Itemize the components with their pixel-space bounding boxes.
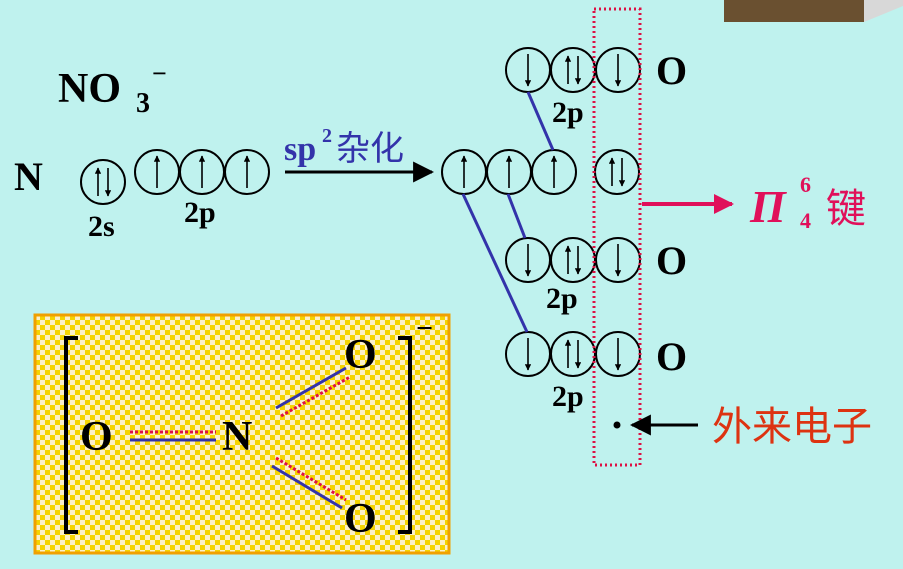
bond-top-sigma: [275, 366, 347, 410]
o-row-2-symbol: O: [656, 238, 687, 283]
pi-sup: 6: [800, 172, 811, 197]
bond-bottom-pi: [275, 456, 347, 502]
hybrid-label-sp: sp: [284, 131, 316, 168]
sigma-bond-lines: [461, 91, 555, 333]
bond-top-pi: [280, 375, 351, 418]
o-row-3: [505, 331, 641, 377]
extra-electron-dot: [613, 421, 621, 429]
hybrid-label-sup: 2: [322, 125, 332, 147]
formula-sub: 3: [136, 88, 150, 119]
formula-sup: −: [152, 59, 167, 88]
n-pz-orbital: [594, 149, 640, 195]
structure-charge: −: [416, 312, 433, 345]
label-n-2p: 2p: [184, 196, 216, 229]
hybrid-label-cn: 杂化: [336, 129, 404, 169]
n-2p-orbitals: [134, 149, 270, 195]
pi-word: 键: [826, 186, 866, 232]
o-row-3-label: 2p: [552, 380, 584, 413]
structure-box: − O N O O: [33, 312, 451, 555]
corner-badge: [724, 0, 903, 22]
structure-bottom-o: O: [344, 496, 377, 542]
n-2s-orbital: [80, 159, 126, 205]
bond-bottom-sigma: [271, 464, 343, 510]
o-row-2-label: 2p: [546, 282, 578, 315]
pi-system-frame: [592, 7, 642, 467]
formula-main: NO: [58, 66, 121, 112]
o-row-2: [505, 237, 641, 283]
pi-symbol: Π: [749, 181, 787, 232]
o-row-1: [505, 47, 641, 93]
pi-sub: 4: [800, 208, 811, 233]
structure-top-o: O: [344, 332, 377, 378]
left-bracket: [64, 336, 78, 534]
right-bracket: [398, 336, 412, 534]
nitrogen-symbol: N: [14, 154, 43, 199]
n-sp2-orbitals: [441, 149, 577, 195]
label-2s: 2s: [88, 210, 115, 243]
o-row-3-symbol: O: [656, 334, 687, 379]
o-row-1-label: 2p: [552, 96, 584, 129]
structure-left-o: O: [80, 414, 113, 460]
o-row-1-symbol: O: [656, 48, 687, 93]
extra-electron-label: 外来电子: [712, 404, 872, 450]
structure-center-n: N: [222, 414, 252, 460]
